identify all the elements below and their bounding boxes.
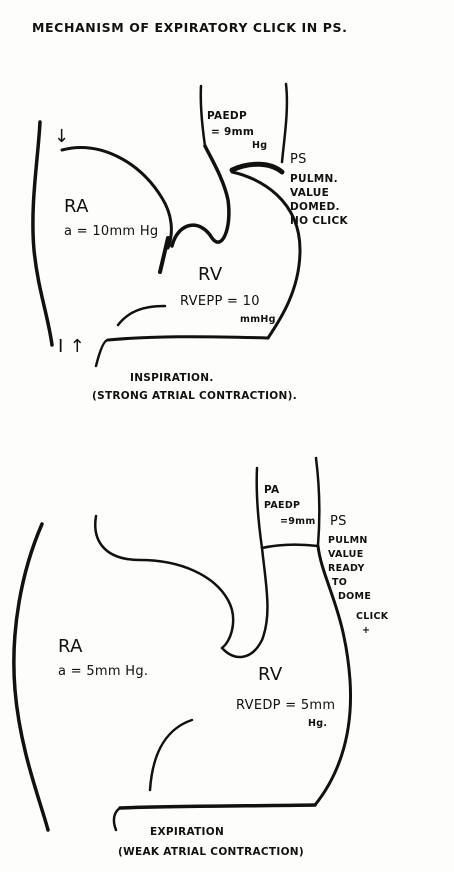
ps-valve-flat: [262, 545, 318, 548]
ra-label-top: RA: [64, 196, 89, 217]
ps-note-line: CLICK: [328, 610, 388, 624]
ps-note-line: VALUE: [328, 548, 388, 562]
pa-right-wall-exp: [316, 458, 319, 545]
ps-note-line: DOME: [328, 590, 388, 604]
rv-pressure-unit-top: mmHg: [240, 314, 276, 325]
pa-label-bottom: PA: [264, 484, 279, 496]
ps-note-line: VALUE: [290, 186, 348, 200]
ra-left-wall: [33, 122, 52, 345]
caption-inspiration: INSPIRATION.: [130, 372, 214, 384]
caption-expiration: EXPIRATION: [150, 826, 224, 838]
pa-right-wall: [282, 84, 287, 162]
pa-edp-label-bottom: PAEDP: [264, 500, 300, 511]
rv-inner-floor: [118, 306, 165, 325]
rv-inner-contour-exp: [150, 720, 192, 790]
ps-note-line: NO CLICK: [290, 214, 348, 228]
ra-top-wall-exp: [95, 516, 233, 648]
page-title: MECHANISM OF EXPIRATORY CLICK IN PS.: [32, 20, 348, 35]
ps-label-top: PS: [290, 152, 307, 167]
caption-strong-atrial: (STRONG ATRIAL CONTRACTION).: [92, 390, 297, 402]
rv-pressure-top: RVEPP = 10: [180, 294, 260, 309]
rv-label-bottom: RV: [258, 664, 282, 685]
ps-note-line: READY: [328, 562, 388, 576]
ps-note-line: DOMED.: [290, 200, 348, 214]
rv-label-top: RV: [198, 264, 222, 285]
septum-lower: [160, 238, 168, 272]
ra-inflow-right: [96, 340, 108, 366]
ps-note-line: PULMN: [328, 534, 388, 548]
ps-label-bottom: PS: [330, 514, 347, 529]
ps-note-line: +: [328, 624, 388, 638]
caption-weak-atrial: (WEAK ATRIAL CONTRACTION): [118, 846, 304, 858]
ra-label-bottom: RA: [58, 636, 83, 657]
rv-outflow-loop: [172, 146, 229, 246]
pa-edp-value-top: = 9mm: [211, 126, 254, 138]
pa-edp-unit-top: Hg: [252, 140, 267, 151]
ra-left-wall-exp: [14, 524, 48, 830]
pa-edp-label-top: PAEDP: [207, 110, 247, 122]
pa-left-wall-exp: [257, 468, 262, 548]
pa-left-wall: [201, 86, 205, 146]
ra-inflow-bottom-exp: [114, 808, 120, 830]
ps-valve-domed: [232, 164, 282, 172]
ps-note-bottom: PULMN VALUE READY TO DOME CLICK +: [328, 534, 388, 638]
rv-bottom-wall-exp: [120, 805, 315, 808]
pa-edp-value-bottom: =9mm: [280, 516, 316, 527]
ps-note-line: PULMN.: [290, 172, 348, 186]
rv-bottom-wall: [108, 337, 268, 340]
rv-pressure-bottom: RVEDP = 5mm: [236, 698, 335, 713]
ra-pressure-top: a = 10mm Hg: [64, 224, 158, 239]
rv-pressure-unit-bottom: Hg.: [308, 718, 327, 729]
ra-pressure-bottom: a = 5mm Hg.: [58, 664, 148, 679]
arrow-down-icon: ↓: [54, 126, 69, 147]
arrow-up-marker: I ↑: [58, 336, 85, 357]
arrow-up-icon: ↑: [70, 336, 85, 357]
ps-note-line: TO: [328, 576, 388, 590]
ps-note-top: PULMN. VALUE DOMED. NO CLICK: [290, 172, 348, 228]
